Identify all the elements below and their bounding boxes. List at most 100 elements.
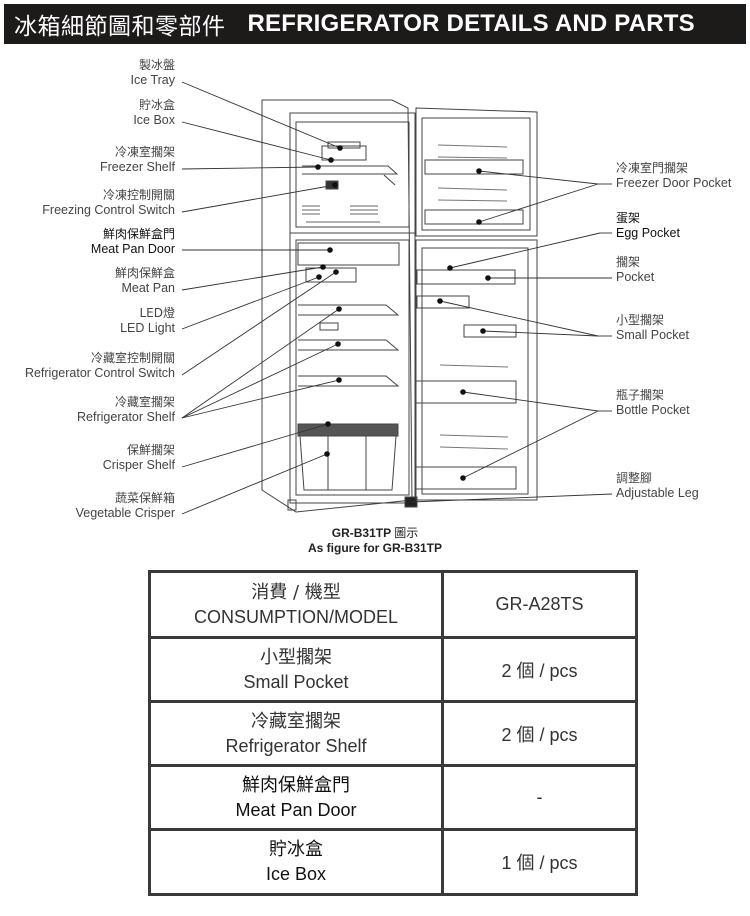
spec-table: 消費 / 機型 CONSUMPTION/MODEL GR-A28TS 小型擱架 … (148, 570, 638, 896)
freezer-shelf (302, 165, 399, 175)
table-header-row: 消費 / 機型 CONSUMPTION/MODEL GR-A28TS (148, 570, 638, 639)
fridge-compartment (295, 239, 410, 496)
cell-value: 2 個 / pcs (501, 724, 578, 745)
label-zh: 冷藏室擱架 (114, 395, 175, 409)
small-pocket-shape-2 (463, 324, 517, 338)
cell-en: Ice Box (265, 864, 327, 884)
header-cell-model: GR-A28TS (441, 570, 638, 639)
leader-lines (181, 81, 613, 515)
label-zh: LED燈 (139, 306, 175, 320)
header-title-en: REFRIGERATOR DETAILS AND PARTS (247, 10, 695, 37)
label-en: Meat Pan (121, 281, 175, 295)
label-refrigerator-shelf: 冷藏室擱架 Refrigerator Shelf (77, 395, 175, 425)
crisper-shelf-shape (297, 423, 399, 437)
table-row: 鮮肉保鮮盒門 Meat Pan Door - (148, 764, 638, 831)
label-refrigerator-control-switch: 冷藏室控制開關 Refrigerator Control Switch (25, 351, 175, 381)
cell-zh: 冷藏室擱架 (251, 710, 341, 732)
label-freezer-door-pocket: 冷凍室門擱架 Freezer Door Pocket (616, 161, 731, 191)
label-en: LED Light (120, 321, 175, 335)
label-zh: 冷凍室擱架 (114, 145, 175, 159)
diagram-caption-line1: GR-B31TP 圖示 (0, 524, 750, 541)
label-freezer-shelf: 冷凍室擱架 Freezer Shelf (100, 145, 175, 175)
label-en: Ice Tray (130, 73, 175, 87)
bottom-door-pocket-shape (415, 466, 517, 490)
diagram-caption-line2: As figure for GR-B31TP (307, 541, 442, 555)
label-zh: 製冰盤 (138, 58, 175, 72)
cell-value: - (536, 787, 543, 807)
label-en: Freezer Door Pocket (616, 176, 732, 190)
label-zh: 冷凍室門擱架 (616, 161, 689, 175)
fridge-shelf-3 (298, 375, 400, 387)
label-zh: 蛋架 (616, 211, 641, 225)
label-zh: 冷藏室控制開關 (90, 351, 175, 365)
freezer-door-pocket-1 (424, 159, 524, 175)
label-en: Meat Pan Door (90, 242, 175, 256)
freezer-door-pocket-2 (424, 209, 524, 225)
label-zh: 鮮肉保鮮盒門 (102, 227, 175, 241)
fridge-shelf-2 (298, 339, 400, 351)
label-zh: 瓶子擱架 (616, 388, 665, 402)
label-en: Refrigerator Shelf (77, 410, 175, 424)
model-name: GR-A28TS (495, 594, 584, 614)
label-en: Crisper Shelf (102, 458, 175, 472)
row-value-cell: 2 個 / pcs (441, 636, 638, 703)
fridge-door (415, 239, 538, 501)
label-ice-box: 貯冰盒 Ice Box (133, 98, 175, 128)
label-meat-pan-door: 鮮肉保鮮盒門 Meat Pan Door (91, 227, 175, 257)
label-freezing-control-switch: 冷凍控制開關 Freezing Control Switch (42, 188, 175, 218)
header-cell-label: 消費 / 機型 CONSUMPTION/MODEL (148, 570, 444, 639)
label-en: Ice Box (133, 113, 175, 127)
cell-zh: 鮮肉保鮮盒門 (242, 774, 350, 796)
label-en: Freezer Shelf (99, 160, 175, 174)
label-en: Vegetable Crisper (75, 506, 175, 520)
caption-zh: 圖示 (394, 526, 419, 540)
row-value-cell: 2 個 / pcs (441, 700, 638, 767)
label-en: Adjustable Leg (616, 486, 699, 500)
cell-zh: 貯冰盒 (269, 839, 323, 860)
label-zh: 蔬菜保鮮箱 (114, 491, 175, 505)
label-meat-pan: 鮮肉保鮮盒 Meat Pan (115, 266, 175, 296)
row-value-cell: 1 個 / pcs (441, 828, 638, 896)
cell-en: Meat Pan Door (235, 799, 357, 820)
label-egg-pocket: 蛋架 Egg Pocket (616, 211, 680, 241)
freezer-door (415, 107, 538, 237)
label-led-light: LED燈 LED Light (120, 306, 175, 336)
label-zh: 擱架 (616, 255, 641, 269)
header-title-zh: 冰箱細節圖和零部件 (14, 14, 226, 40)
cell-zh: 消費 / 機型 (251, 581, 341, 603)
page-header: 冰箱細節圖和零部件 REFRIGERATOR DETAILS AND PARTS (4, 4, 746, 44)
bottle-pocket-shape (415, 380, 517, 404)
vegetable-crisper-shape (299, 435, 397, 491)
table-row: 冷藏室擱架 Refrigerator Shelf 2 個 / pcs (148, 700, 638, 767)
label-ice-tray: 製冰盤 Ice Tray (131, 58, 175, 88)
row-value-cell: - (441, 764, 638, 831)
label-en: Bottle Pocket (616, 403, 690, 417)
freezer-compartment (295, 121, 410, 228)
label-en: Egg Pocket (616, 226, 680, 240)
ice-box-shape (321, 145, 367, 161)
label-zh: 保鮮擱架 (126, 443, 175, 457)
label-en: Freezing Control Switch (42, 203, 175, 217)
label-en: Pocket (616, 270, 655, 284)
label-zh: 冷凍控制開關 (102, 188, 175, 202)
label-zh: 貯冰盒 (138, 98, 175, 112)
label-bottle-pocket: 瓶子擱架 Bottle Pocket (616, 388, 690, 418)
label-en: Small Pocket (616, 328, 689, 342)
meat-pan-shape (305, 267, 357, 283)
row-label-cell: 鮮肉保鮮盒門 Meat Pan Door (148, 764, 444, 831)
label-small-pocket: 小型擱架 Small Pocket (616, 313, 689, 343)
callout-dots (315, 145, 491, 481)
cell-en: CONSUMPTION/MODEL (193, 606, 398, 627)
meat-pan-door-shape (297, 242, 400, 266)
label-vegetable-crisper: 蔬菜保鮮箱 Vegetable Crisper (76, 491, 175, 521)
row-label-cell: 小型擱架 Small Pocket (148, 636, 444, 703)
body-frame (289, 112, 416, 504)
cell-en: Refrigerator Shelf (225, 735, 367, 756)
label-zh: 小型擱架 (616, 313, 665, 327)
label-adjustable-leg: 調整腳 Adjustable Leg (616, 471, 699, 501)
table-row: 小型擱架 Small Pocket 2 個 / pcs (148, 636, 638, 703)
table-row: 貯冰盒 Ice Box 1 個 / pcs (148, 828, 638, 896)
egg-pocket-shape (416, 269, 516, 285)
label-en: Refrigerator Control Switch (24, 366, 175, 380)
label-zh: 調整腳 (616, 471, 653, 485)
